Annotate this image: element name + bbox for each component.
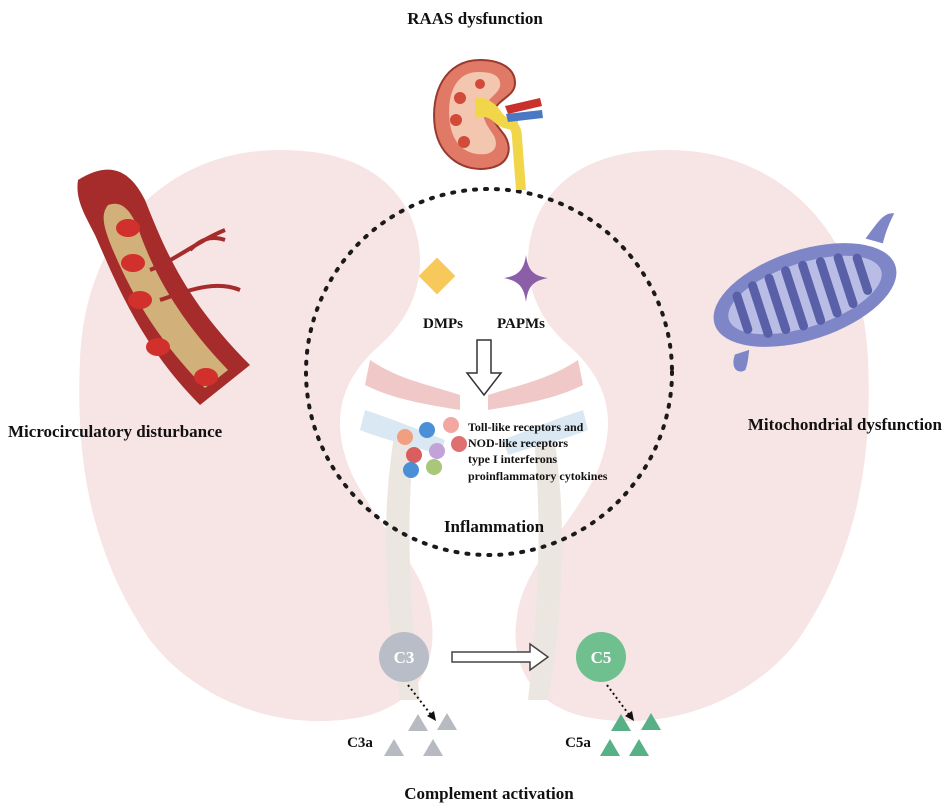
c5a-triangle bbox=[600, 739, 620, 756]
cytokine-cluster bbox=[397, 417, 467, 478]
inflammation-label: Inflammation bbox=[444, 517, 545, 536]
c3a-label: C3a bbox=[347, 735, 373, 751]
cytokine-dot bbox=[443, 417, 459, 433]
cytokine-dot bbox=[429, 443, 445, 459]
c5a-fragments bbox=[600, 713, 661, 756]
left-ureter bbox=[385, 430, 420, 700]
micro-label: Microcirculatory disturbance bbox=[8, 422, 223, 441]
right-ureter bbox=[528, 430, 563, 700]
papms-label: PAPMs bbox=[497, 316, 545, 332]
mitochondrion-icon bbox=[713, 213, 897, 372]
red-blood-cell bbox=[121, 254, 145, 272]
c3a-triangle bbox=[384, 739, 404, 756]
left-hilum-vessels bbox=[365, 360, 460, 410]
receptor-line-4: proinflammatory cytokines bbox=[468, 469, 608, 483]
c3-circle bbox=[379, 632, 429, 682]
c3-dotted-arrowhead bbox=[427, 711, 436, 721]
c5-label: C5 bbox=[591, 648, 612, 667]
right-hilum-vessels bbox=[488, 360, 583, 410]
red-blood-cell bbox=[116, 219, 140, 237]
c5a-triangle bbox=[641, 713, 661, 730]
c3-label: C3 bbox=[394, 648, 415, 667]
cytokine-dot bbox=[426, 459, 442, 475]
c3a-triangle bbox=[437, 713, 457, 730]
cytokine-dot bbox=[406, 447, 422, 463]
c5-dotted-arrow bbox=[606, 684, 631, 717]
receptor-line-1: Toll-like receptors and bbox=[468, 420, 584, 434]
receptor-line-3: type I interferons bbox=[468, 452, 557, 466]
right-hilum-blue bbox=[503, 410, 588, 455]
c5a-label: C5a bbox=[565, 735, 591, 751]
star-icon bbox=[504, 255, 548, 302]
diamond-icon bbox=[418, 257, 456, 295]
c5-dotted-arrowhead bbox=[625, 711, 634, 721]
inflammation-dotted-circle bbox=[304, 187, 674, 557]
c3a-triangle bbox=[408, 714, 428, 731]
raas-label: RAAS dysfunction bbox=[407, 9, 543, 28]
cytokine-dot bbox=[397, 429, 413, 445]
c3a-fragments bbox=[384, 713, 457, 756]
receptor-line-2: NOD-like receptors bbox=[468, 436, 568, 450]
red-blood-cell bbox=[128, 291, 152, 309]
arrow-right-icon bbox=[451, 642, 550, 672]
dmps-label: DMPs bbox=[423, 316, 463, 332]
cytokine-dot bbox=[403, 462, 419, 478]
c3a-triangle bbox=[423, 739, 443, 756]
c5a-triangle bbox=[611, 714, 631, 731]
c3-dotted-arrow bbox=[407, 684, 433, 717]
complement-label: Complement activation bbox=[404, 784, 574, 803]
kidney-icon bbox=[433, 58, 543, 190]
c5a-triangle bbox=[629, 739, 649, 756]
c5-circle bbox=[576, 632, 626, 682]
blood-vessel-icon bbox=[77, 169, 251, 405]
cytokine-dot bbox=[451, 436, 467, 452]
mito-label: Mitochondrial dysfunction bbox=[748, 415, 943, 434]
cytokine-dot bbox=[419, 422, 435, 438]
red-blood-cell bbox=[194, 368, 218, 386]
arrow-down-icon bbox=[465, 339, 503, 397]
red-blood-cell bbox=[146, 338, 170, 356]
